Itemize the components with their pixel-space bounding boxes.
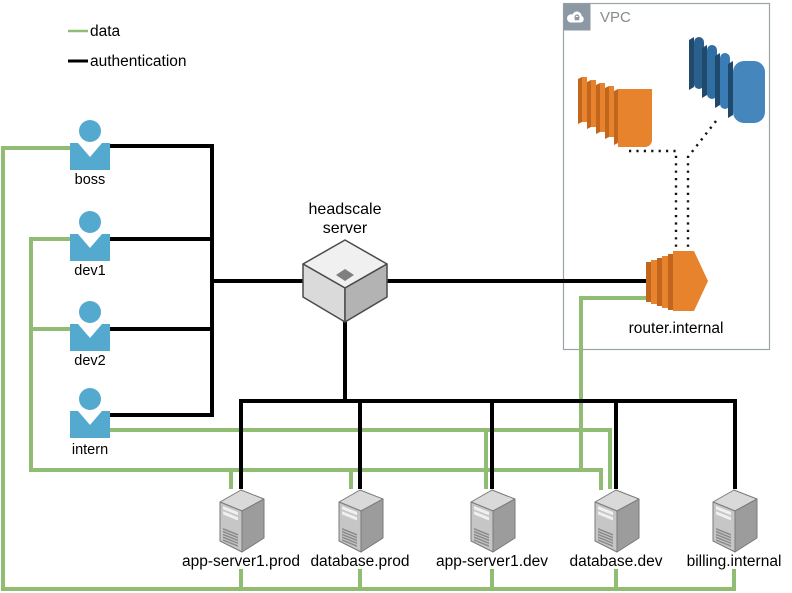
cube-right [344, 263, 388, 323]
data-edges [1, 146, 736, 591]
server-app-server1-dev: app-server1.dev [436, 489, 548, 570]
person-icon [70, 301, 110, 351]
server-billing-internal: billing.internal [687, 489, 782, 570]
edge-server-bus [239, 399, 737, 489]
cloud-lock-icon [567, 11, 584, 23]
server-label: database.dev [569, 553, 662, 570]
user-label: dev1 [74, 263, 105, 279]
user-intern: intern [70, 388, 110, 458]
server-icon [712, 489, 758, 553]
edge-intern-data [110, 428, 612, 489]
user-dev1: dev1 [70, 211, 110, 279]
auth-edges [110, 144, 737, 489]
blue-instances-icon [689, 37, 765, 123]
edge-prod-stubs [229, 470, 353, 489]
server-icon [219, 489, 265, 553]
edge-dev-bus [29, 237, 603, 490]
edge-router-data [579, 296, 654, 472]
user-boss: boss [70, 120, 110, 188]
vpc-dotted-edges [629, 120, 717, 249]
server-label: billing.internal [687, 553, 782, 570]
server-icon [338, 489, 384, 553]
edge-boss-bottom-bus [1, 146, 736, 591]
server-label: app-server1.dev [436, 553, 548, 570]
server-database-dev: database.dev [569, 489, 663, 570]
legend: data authentication [68, 23, 187, 70]
server-icon [594, 489, 640, 553]
legend-auth-label: authentication [90, 53, 187, 70]
edge-server-drops [358, 401, 618, 489]
server-icon [470, 489, 516, 553]
server-label: app-server1.prod [182, 553, 300, 570]
user-label: boss [75, 172, 106, 188]
router-node: router.internal [629, 251, 724, 337]
edge-blue-router [686, 120, 717, 249]
cube-port [336, 269, 354, 281]
user-label: dev2 [74, 353, 105, 369]
user-label: intern [72, 442, 108, 458]
user-dev2: dev2 [70, 301, 110, 369]
vpc-title: VPC [600, 9, 631, 26]
person-icon [70, 211, 110, 261]
server-app-server1-prod: app-server1.prod [182, 489, 300, 570]
hub-label-line1: headscale [309, 201, 382, 218]
hub-label-line2: server [323, 220, 368, 237]
headscale-server-node: headscale server [302, 201, 388, 323]
edge-users-bus [110, 144, 214, 417]
edge-orange-router [629, 149, 678, 249]
server-label: database.prod [310, 553, 409, 570]
edge-bottom-stubs [239, 569, 618, 589]
server-database-prod: database.prod [310, 489, 410, 570]
person-icon [70, 120, 110, 170]
orange-instances-icon [578, 77, 652, 147]
person-icon [70, 388, 110, 438]
legend-data-label: data [90, 23, 121, 40]
router-label: router.internal [629, 320, 724, 337]
